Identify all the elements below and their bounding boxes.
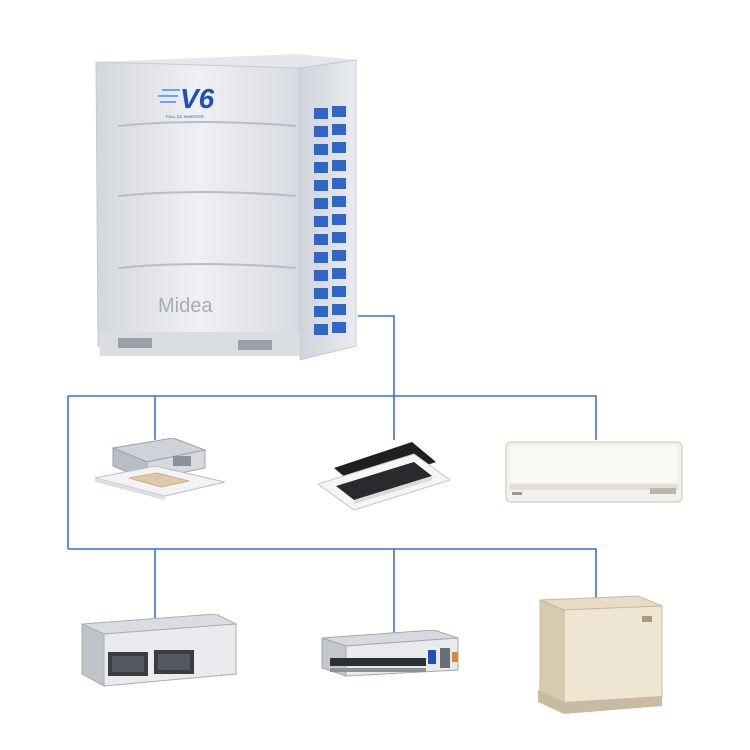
v6-logo-tagline: FULL DC INVERTER: [166, 114, 204, 119]
lower-distribution-line: [68, 548, 597, 600]
midea-brand-text: Midea: [158, 295, 213, 317]
floor-standing-console-unit: [538, 595, 663, 714]
outdoor-unit: V6 FULL DC INVERTER Midea: [95, 54, 357, 361]
upper-distribution-line: [68, 395, 597, 440]
slim-duct-unit: [321, 630, 459, 677]
main-supply-line: [358, 315, 395, 440]
four-way-cassette-unit: [95, 438, 225, 500]
wall-mounted-split-unit: [505, 441, 683, 503]
one-way-cassette-unit: [318, 442, 450, 511]
high-static-duct-unit: [81, 614, 238, 687]
v6-logo-icon: V6 FULL DC INVERTER: [158, 83, 215, 119]
v6-logo-text: V6: [180, 83, 215, 114]
